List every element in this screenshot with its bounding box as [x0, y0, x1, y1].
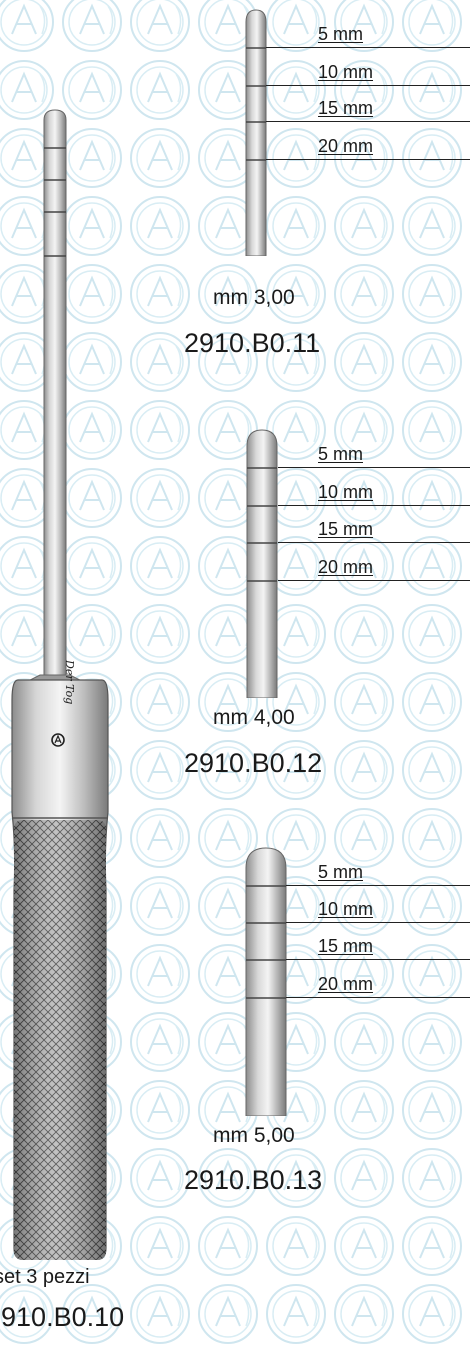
- mark-leader: [278, 467, 470, 468]
- mark-leader: [286, 922, 470, 923]
- depth-mark-label: 20 mm: [318, 557, 374, 577]
- probe-diameter: mm 4,00: [213, 706, 295, 729]
- shaft: [43, 109, 67, 676]
- set-caption: set 3 pezzi: [0, 1266, 90, 1288]
- depth-mark-label: 5 mm: [318, 24, 363, 44]
- mark-leader: [278, 505, 470, 506]
- mark-leader: [286, 997, 470, 998]
- set-code: 2910.B0.10: [0, 1302, 125, 1332]
- depth-mark-label: 10 mm: [318, 899, 374, 919]
- brand-engraving: Der Tog: [63, 660, 76, 705]
- product-code: 2910.B0.13: [184, 1165, 323, 1195]
- probe-tip-4mm: [246, 429, 278, 698]
- probe-diameter: mm 5,00: [213, 1124, 295, 1147]
- product-code: 2910.B0.12: [184, 748, 323, 778]
- mark-leader: [266, 121, 470, 122]
- depth-mark-label: 15 mm: [318, 519, 374, 539]
- depth-mark-label: 10 mm: [318, 62, 374, 82]
- mark-leader: [286, 885, 470, 886]
- brand-logo-icon: [51, 733, 65, 747]
- mark-leader: [278, 542, 470, 543]
- depth-mark-label: 5 mm: [318, 862, 363, 882]
- probe-diameter: mm 3,00: [213, 286, 295, 309]
- depth-gauge-instrument: [11, 109, 109, 1260]
- mark-leader: [266, 159, 470, 160]
- depth-mark-label: 15 mm: [318, 936, 374, 956]
- depth-mark-label: 5 mm: [318, 444, 363, 464]
- probe-tip-5mm: [245, 847, 287, 1116]
- probe-tip-3mm: [245, 9, 267, 256]
- mark-leader: [266, 47, 470, 48]
- depth-mark-label: 20 mm: [318, 974, 374, 994]
- product-code: 2910.B0.11: [184, 328, 321, 358]
- depth-mark-label: 20 mm: [318, 136, 374, 156]
- depth-mark-label: 10 mm: [318, 482, 374, 502]
- depth-mark-label: 15 mm: [318, 98, 374, 118]
- mark-leader: [266, 85, 470, 86]
- mark-leader: [286, 959, 470, 960]
- mark-leader: [278, 580, 470, 581]
